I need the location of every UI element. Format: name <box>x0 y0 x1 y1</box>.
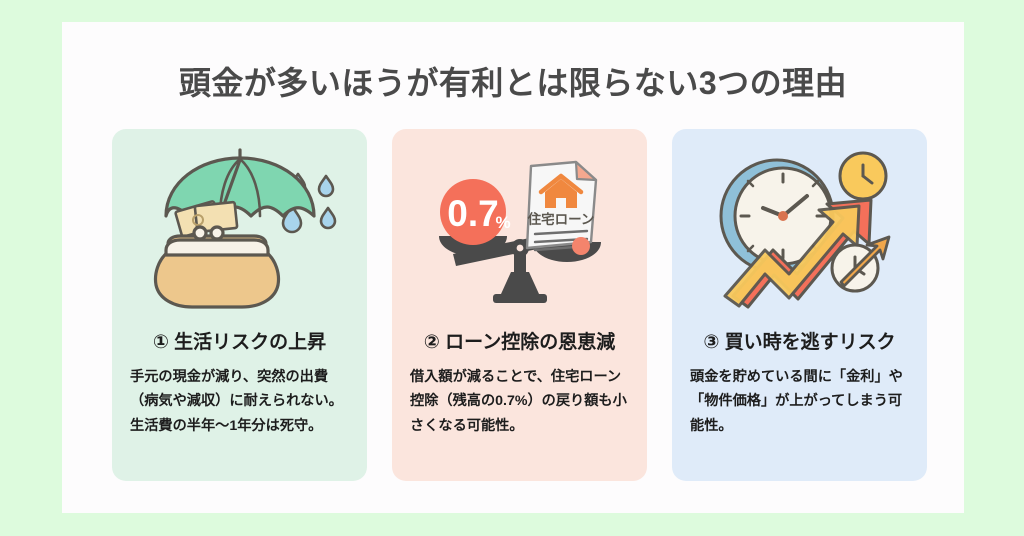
balance-scale-icon: 0.7 % <box>392 137 647 312</box>
clock-rising-arrow-icon <box>672 137 927 312</box>
reason-card-1-body: 手元の現金が減り、突然の出費（病気や減収）に耐えられない。生活費の半年〜1年分は… <box>130 369 343 434</box>
reason-card-1-title: ① 生活リスクの上昇 <box>152 332 327 353</box>
umbrella-purse-rain-icon <box>112 137 367 312</box>
reason-card-1: ① 生活リスクの上昇 手元の現金が減り、突然の出費（病気や減収）に耐えられない。… <box>112 129 367 481</box>
document-label-text: 住宅ローン <box>526 211 594 227</box>
reason-cards-container: ① 生活リスクの上昇 手元の現金が減り、突然の出費（病気や減収）に耐えられない。… <box>112 129 927 481</box>
reason-card-3-title: ③ 買い時を逃すリスク <box>703 332 896 353</box>
reason-card-2-title: ② ローン控除の恩恵減 <box>423 332 616 353</box>
reason-card-3: ③ 買い時を逃すリスク 頭金を貯めている間に「金利」や「物件価格」が上がってしま… <box>672 129 927 481</box>
reason-card-2-body: 借入額が減ることで、住宅ローン控除（残高の0.7%）の戻り額も小さくなる可能性。 <box>410 369 627 434</box>
page-title: 頭金が多いほうが有利とは限らない3つの理由 <box>178 65 848 101</box>
reason-card-3-body: 頭金を貯めている間に「金利」や「物件価格」が上がってしまう可能性。 <box>690 369 903 434</box>
content-panel: 頭金が多いほうが有利とは限らない3つの理由 <box>62 22 964 513</box>
reason-card-2: 0.7 % <box>392 129 647 481</box>
rate-unit-text: % <box>495 213 510 232</box>
rate-value-text: 0.7 <box>447 193 498 234</box>
